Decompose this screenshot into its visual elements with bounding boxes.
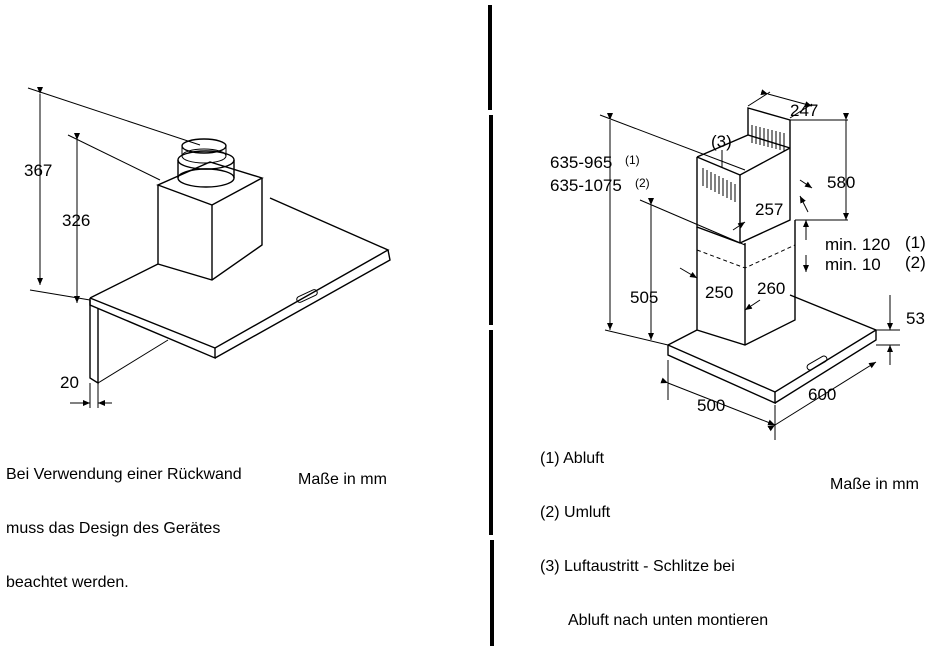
- legend-text: Abluft: [563, 450, 605, 467]
- legend-key: (1): [540, 450, 560, 467]
- callout-3: (3): [711, 132, 732, 151]
- dim-chimney-depth-lower: 260: [757, 279, 785, 298]
- dim-height-range-2-ref: (2): [635, 176, 650, 190]
- legend-text: Luftaustritt - Schlitze bei: [564, 558, 735, 575]
- legend-key: (2): [540, 504, 560, 521]
- dim-depth: 600: [808, 385, 836, 404]
- left-note: Bei Verwendung einer Rückwand muss das D…: [6, 430, 242, 610]
- dim-height-range-1-ref: (1): [625, 153, 640, 167]
- left-note-line: Bei Verwendung einer Rückwand: [6, 466, 242, 483]
- dim-total-height: 367: [24, 161, 52, 180]
- dim-chimney-depth-upper: 257: [755, 200, 783, 219]
- dim-overlap-min-1-ref: (1): [905, 233, 926, 252]
- dim-overlap-min-1: min. 120: [825, 235, 890, 254]
- left-note-line: beachtet werden.: [6, 574, 129, 591]
- right-legend: (1) Abluft (2) Umluft (3) Luftaustritt -…: [540, 414, 768, 648]
- dim-chimney-height: 505: [630, 288, 658, 307]
- dim-canopy-height: 53: [906, 309, 925, 328]
- right-hood-drawing: [599, 89, 900, 440]
- legend-item: (1) Abluft: [540, 450, 768, 468]
- dim-chimney-width-top: 247: [790, 101, 818, 120]
- dim-height-range-1: 635-965: [550, 153, 612, 172]
- dim-overlap-min-2: min. 10: [825, 255, 881, 274]
- dim-overlap-min-2-ref: (2): [905, 253, 926, 272]
- right-units-label: Maße in mm: [830, 476, 919, 493]
- legend-item: (3) Luftaustritt - Schlitze bei: [540, 558, 768, 576]
- dim-width: 500: [697, 396, 725, 415]
- legend-item: Abluft nach unten montieren: [540, 612, 768, 630]
- left-units-label: Maße in mm: [298, 471, 387, 488]
- left-hood-drawing: [27, 87, 391, 408]
- dim-chimney-width-lower: 250: [705, 283, 733, 302]
- dim-height-range-2: 635-1075: [550, 176, 622, 195]
- left-note-line: muss das Design des Gerätes: [6, 520, 221, 537]
- dim-wall-gap: 20: [60, 373, 79, 392]
- dim-chimney-upper-height: 580: [827, 173, 855, 192]
- legend-text: Umluft: [564, 504, 611, 521]
- legend-text: Abluft nach unten montieren: [568, 612, 769, 629]
- legend-item: (2) Umluft: [540, 504, 768, 522]
- dim-body-height: 326: [62, 211, 90, 230]
- legend-key: (3): [540, 558, 560, 575]
- center-divider: [488, 5, 494, 646]
